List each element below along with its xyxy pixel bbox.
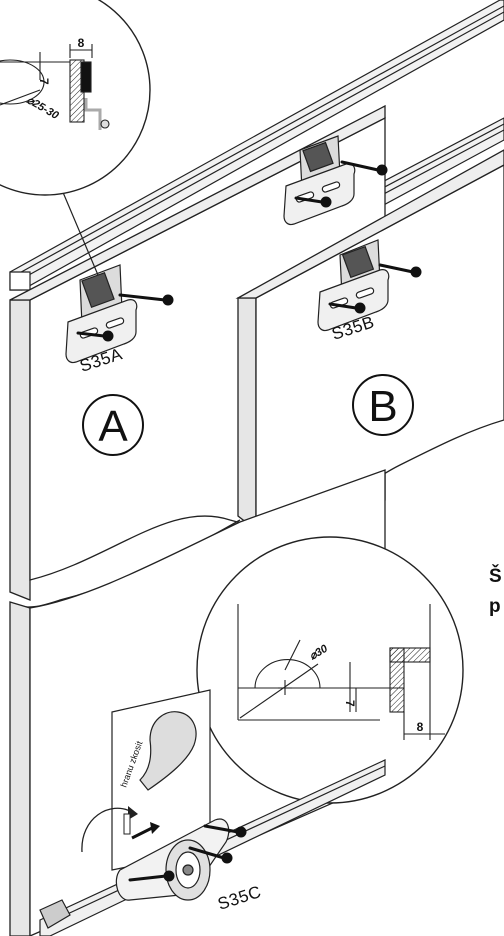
s35b-screws (328, 263, 422, 314)
top-detail-callout: 8 7 ⌀25-30 (0, 0, 151, 196)
door-a-marker: A (82, 394, 144, 456)
door-b-marker: B (352, 374, 414, 436)
s35c-screws (128, 824, 247, 882)
s35b-bracket (317, 239, 390, 332)
upper-bracket (283, 135, 356, 226)
door-b-letter: B (368, 382, 397, 431)
top-detail-leader (61, 189, 99, 276)
side-text-line2: p (489, 596, 501, 617)
side-text-line1: Š (489, 565, 502, 587)
bottom-detail-callout: ⌀30 7 8 (196, 536, 464, 804)
bottom-dim-height: 7 (343, 700, 357, 707)
s35a-bracket (65, 264, 138, 364)
bottom-dim-width: 8 (417, 720, 424, 734)
upper-bracket-screws (294, 160, 388, 208)
top-dim-height: 7 (37, 78, 51, 85)
bevel-instruction: hranu zkosit (81, 689, 211, 871)
door-a-letter: A (98, 402, 128, 451)
top-dim-width: 8 (78, 36, 85, 50)
part-label-s35c: S35C (215, 882, 263, 914)
top-rail-a (9, 0, 504, 291)
s35c-roller (115, 818, 230, 901)
s35a-screws (76, 293, 174, 342)
